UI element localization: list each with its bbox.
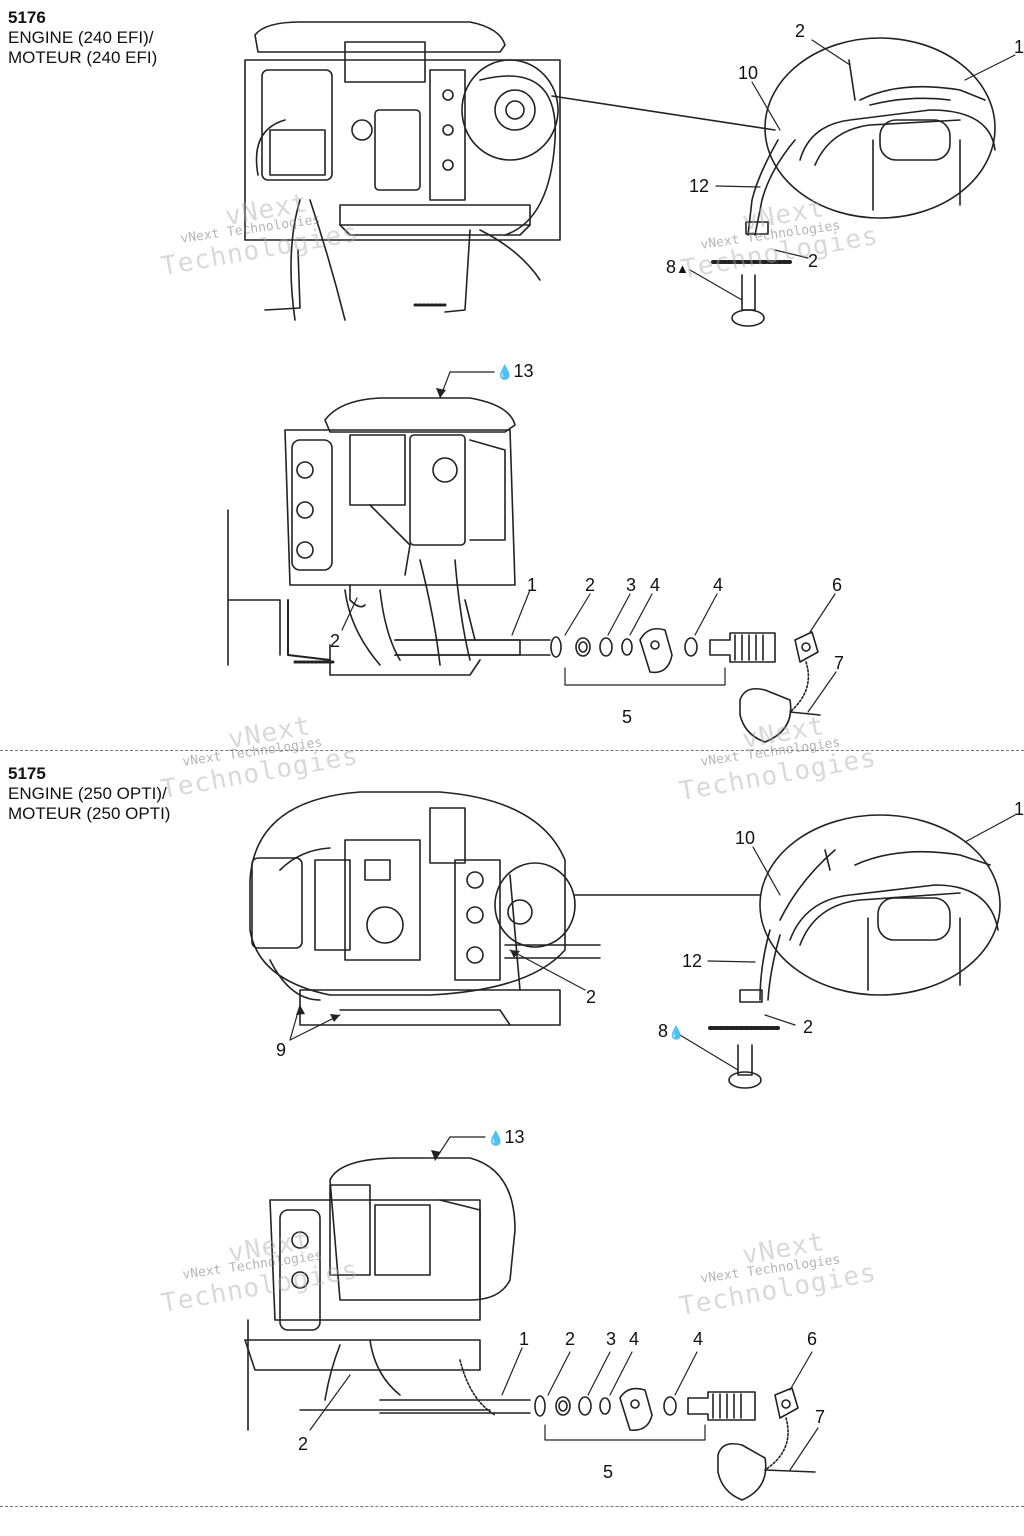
callout-2: 2 <box>795 21 806 41</box>
engine-250-rear-view <box>244 1157 816 1501</box>
callout-1: 1 <box>519 1329 530 1349</box>
callout-2: 2 <box>585 575 596 595</box>
callout-2b: 2 <box>803 1017 814 1037</box>
callout-1: 1 <box>1014 37 1024 57</box>
panel-code: 5175 <box>8 764 46 783</box>
callout-3: 3 <box>606 1329 617 1349</box>
bottom-divider <box>0 1506 1024 1507</box>
panel-title-5175: 5175 ENGINE (250 OPTI)/ MOTEUR (250 OPTI… <box>8 764 170 824</box>
arrowheads <box>296 388 520 1160</box>
fluid-drop-icon: 💧 <box>487 1130 505 1146</box>
callout-6: 6 <box>832 575 843 595</box>
callout-12: 12 <box>689 176 710 196</box>
callout-9: 9 <box>276 1040 287 1060</box>
lubricant-arrow-icon: ▲ <box>676 261 689 276</box>
callout-13: 💧13 <box>496 362 533 381</box>
callout-12: 12 <box>682 951 703 971</box>
callout-2b: 2 <box>808 251 819 271</box>
callout-8-number: 8 <box>658 1021 669 1041</box>
callout-6: 6 <box>807 1329 818 1349</box>
fluid-drop-icon: 💧 <box>668 1025 685 1040</box>
panel-code: 5176 <box>8 8 46 27</box>
callout-4: 4 <box>629 1329 640 1349</box>
callout-8: 8💧 <box>658 1022 684 1042</box>
callout-5: 5 <box>622 707 633 727</box>
fluid-drop-icon: 💧 <box>496 364 514 380</box>
callout-4: 4 <box>650 575 661 595</box>
panel-title-line2: MOTEUR (240 EFI) <box>8 48 158 67</box>
callout-2b: 2 <box>330 631 341 651</box>
engine-240-top-view <box>244 21 996 327</box>
callout-4b: 4 <box>693 1329 704 1349</box>
panel-title-5176: 5176 ENGINE (240 EFI)/ MOTEUR (240 EFI) <box>8 8 157 68</box>
callout-13: 💧13 <box>487 1128 524 1147</box>
panel-title-line1: ENGINE (240 EFI)/ <box>8 28 154 47</box>
callout-4b: 4 <box>713 575 724 595</box>
callout-7: 7 <box>815 1407 826 1427</box>
callout-8-number: 8 <box>666 257 677 277</box>
callout-13-number: 13 <box>513 361 534 381</box>
callout-2: 2 <box>586 987 597 1007</box>
section-divider <box>0 750 1024 751</box>
callout-2b: 2 <box>298 1434 309 1454</box>
callout-8: 8▲ <box>666 258 689 278</box>
callout-1: 1 <box>527 575 538 595</box>
callout-3: 3 <box>626 575 637 595</box>
callout-7: 7 <box>834 653 845 673</box>
panel-title-line1: ENGINE (250 OPTI)/ <box>8 784 167 803</box>
callout-5: 5 <box>603 1462 614 1482</box>
callout-10: 10 <box>735 828 756 848</box>
callout-10: 10 <box>738 63 759 83</box>
engine-240-rear-view <box>227 397 821 743</box>
callout-1: 1 <box>1014 799 1024 819</box>
callout-13-number: 13 <box>504 1127 525 1147</box>
engine-250-top-view <box>249 791 1001 1089</box>
panel-title-line2: MOTEUR (250 OPTI) <box>8 804 171 823</box>
leader-lines <box>289 39 1016 1471</box>
callout-2: 2 <box>565 1329 576 1349</box>
